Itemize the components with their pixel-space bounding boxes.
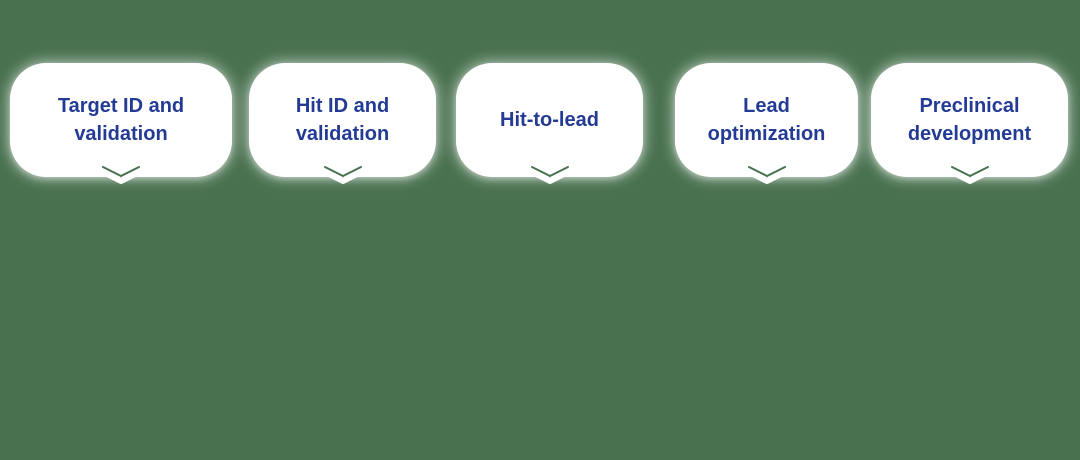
stage-label: Lead optimization [707,95,826,145]
stage-card-preclinical: Preclinical development [871,63,1068,184]
chevron-down-icon [745,166,788,184]
stage-card-hit-id: Hit ID and validation [249,63,436,184]
chevron-down-icon [321,166,364,184]
stage-label: Hit ID and validation [295,95,390,145]
stage-label: Target ID and validation [57,95,185,145]
chevron-down-icon [528,166,571,184]
chevron-down-icon [948,166,991,184]
chevron-down-icon [100,166,142,184]
stage-label: Preclinical development [907,95,1032,145]
stage-card-lead-optimization: Lead optimization [675,63,858,184]
stage-label: Hit-to-lead [500,109,599,131]
stage-card-hit-to-lead: Hit-to-lead [456,63,643,184]
stage-card-target-id: Target ID and validation [10,63,232,184]
